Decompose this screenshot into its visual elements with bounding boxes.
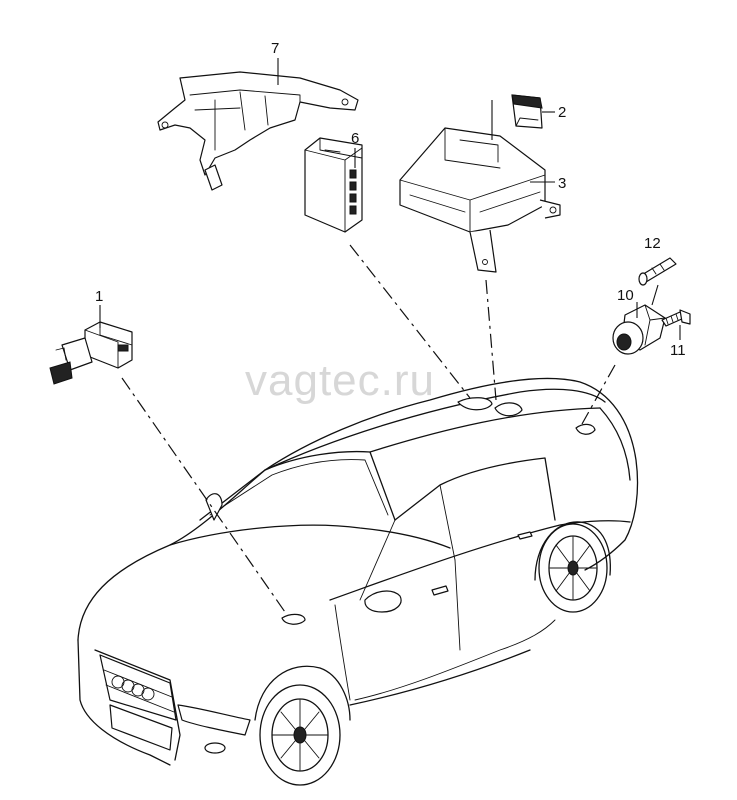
callout-11: 11 (670, 342, 686, 359)
mount-marker-roof-a (457, 397, 493, 411)
watermark-text: vagtec.ru (245, 356, 435, 405)
leader-12 (651, 284, 659, 306)
callout-1: 1 (95, 288, 103, 305)
part-10-sensor (612, 304, 666, 355)
part-2-connector (511, 94, 543, 129)
part-1-sensor (49, 321, 133, 385)
audi-rings-logo (111, 675, 155, 701)
car-body (77, 377, 639, 786)
callout-7: 7 (271, 40, 279, 57)
rear-wheel (538, 523, 608, 613)
callout-3: 3 (558, 175, 566, 192)
callout-6: 6 (351, 130, 359, 147)
callout-10: 10 (617, 287, 634, 304)
part-12-pin (638, 257, 677, 286)
part-3-control-unit (399, 127, 561, 273)
callout-2: 2 (558, 104, 566, 121)
part-7-bracket (157, 71, 359, 191)
part-6-control-module (304, 137, 363, 233)
dash-line-part-3 (485, 279, 497, 401)
dash-line-part-6 (349, 244, 471, 399)
mount-marker-rear (575, 423, 596, 435)
callout-12: 12 (644, 235, 661, 252)
dash-line-part-10 (581, 364, 616, 425)
mount-marker-front (281, 613, 306, 625)
mount-marker-roof-b (494, 402, 523, 417)
part-11-bolt (661, 309, 691, 327)
dash-line-part-1 (121, 377, 286, 613)
front-wheel (259, 684, 341, 786)
